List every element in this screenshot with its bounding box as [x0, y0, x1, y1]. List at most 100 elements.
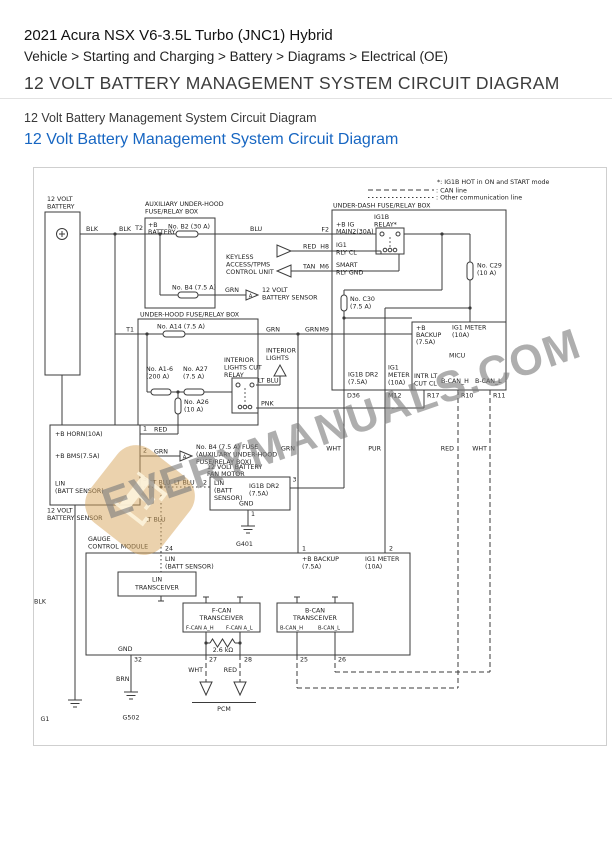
wire-color-label: BLU: [250, 226, 263, 233]
wire-color-label: BLK: [119, 226, 132, 233]
legend: *: IG1B HOT in ON and START mode : CAN l…: [368, 179, 550, 202]
fuse-b2-icon: [175, 230, 199, 238]
pin-label: H8: [320, 244, 329, 251]
fuse-icons: [150, 230, 474, 415]
pin-label: METER: [388, 372, 410, 379]
fuse-a26-icon: [174, 397, 182, 415]
gauge-module-label: CONTROL MODULE: [88, 544, 148, 551]
fuse-label: (200 A): [146, 374, 169, 381]
fuse-a16-icon: [150, 388, 172, 396]
pin-number: 28: [244, 657, 252, 664]
ground-label: G1: [41, 716, 50, 723]
ground-g502-icon: [124, 691, 138, 700]
pin-label: (7.5A): [348, 379, 367, 386]
bcan-transceiver-label: B-CAN: [305, 608, 325, 615]
signal-arrow-right-icon: [276, 244, 293, 258]
pin-label: +B BMS(7.5A): [55, 453, 100, 460]
wire-color-label: GRN: [225, 287, 239, 294]
ig1b-relay-icon: [375, 227, 405, 255]
pin-label: SENSOR): [214, 495, 242, 502]
ground-label: G502: [123, 715, 140, 722]
legend-note: *: IG1B HOT in ON and START mode: [437, 179, 550, 186]
fan-motor-label: FAN MOTOR: [207, 471, 245, 478]
under-hood-box-label: UNDER-HOOD FUSE/RELAY BOX: [140, 312, 240, 319]
pin-number: 1: [302, 546, 306, 553]
micu-pin-label: IG1 METER: [452, 325, 487, 332]
pin-label: IG1 METER: [365, 556, 400, 563]
connector-pin-number: R11: [493, 393, 505, 400]
wire-color-label: RED: [441, 446, 454, 453]
pin-label: (BATT: [214, 488, 232, 495]
ground-icons: [68, 525, 255, 708]
pin-label: IG1B DR2: [348, 372, 378, 379]
connector-pin-number: D36: [347, 393, 360, 400]
fan-motor-label: 12 VOLT BATTERY: [207, 464, 262, 471]
micu-pin-label: INTR LT: [414, 373, 437, 380]
micu-pin-label: (7.5A): [416, 339, 435, 346]
diagram-section-link[interactable]: 12 Volt Battery Management System Circui…: [24, 131, 399, 148]
fuse-label: No. C29: [477, 263, 502, 270]
connector-pin-number: R17: [427, 393, 439, 400]
pin-label: (BATT SENSOR): [55, 488, 104, 495]
micu-label: MICU: [449, 353, 466, 360]
relay-label: IG1B: [374, 214, 389, 221]
terminal-label: T1: [125, 327, 134, 334]
signal-arrow-left-icon: [275, 264, 292, 278]
fuse-label: No. C30: [350, 296, 375, 303]
keyless-unit-label: KEYLESS: [226, 254, 253, 261]
fuse-c30-icon: [340, 294, 348, 312]
wire-color-label: BLK: [34, 599, 47, 606]
wire-color-label: BRN: [116, 676, 130, 683]
battery-sensor-label: 12 VOLT: [47, 508, 73, 515]
micu-pin-label: BACKUP: [416, 332, 441, 339]
ground-g1-icon: [68, 699, 82, 708]
breadcrumb[interactable]: Vehicle > Starting and Charging > Batter…: [24, 49, 448, 64]
pin-label: B-CAN_H: [280, 626, 303, 632]
diagram-subtitle: 12 Volt Battery Management System Circui…: [24, 111, 317, 125]
pin-label: IG1: [336, 242, 347, 249]
fcan-transceiver-label: F-CAN: [212, 608, 232, 615]
fuse-label: No. B4 (7.5 A): [172, 285, 216, 292]
aux-box-label: AUXILIARY UNDER-HOOD: [145, 201, 224, 208]
arrow-icons: [179, 244, 293, 697]
pin-number: 26: [338, 657, 346, 664]
keyless-unit-label: ACCESS/TPMS: [226, 262, 270, 269]
fuse-label: No. B2 (30 A): [168, 224, 210, 231]
keyless-unit-label: CONTROL UNIT: [226, 269, 274, 276]
connector-a-label: A: [183, 454, 187, 460]
bcan-transceiver-label: TRANSCEIVER: [292, 615, 337, 622]
fuse-label: (7.5 A): [183, 374, 204, 381]
battery-fan-motor-box: [209, 476, 291, 511]
wire-color-label: PUR: [368, 446, 381, 453]
wires-solid: [61, 233, 471, 703]
pin-label: +B BACKUP: [302, 556, 339, 563]
diagram-labels: 12 VOLT BATTERY BLK BLK T2 AUXILIARY UND…: [34, 196, 505, 723]
fcan-transceiver-box: [182, 602, 261, 633]
pin-label: (BATT SENSOR): [165, 564, 214, 571]
pin-label: LIN: [214, 480, 224, 487]
pin-label: B-CAN_L: [318, 626, 340, 632]
ground-g401-icon: [241, 525, 255, 534]
wire-color-label: TAN: [302, 264, 316, 271]
fuse-ref-label: No. B4 (7.5 A) FUSE: [196, 444, 258, 451]
pin-label: F-CAN A_H: [186, 626, 214, 632]
fuse-a27-icon: [183, 388, 205, 396]
battery-sensor-ref-label: 12 VOLT: [262, 287, 288, 294]
micu-pin-label: +B: [416, 325, 426, 332]
pin-number: 1: [251, 511, 255, 518]
fuse-label: (10 A): [477, 270, 496, 277]
junction-dots: [113, 232, 472, 645]
connector-a-label: A: [249, 293, 253, 299]
connector-pin-number: M12: [388, 393, 401, 400]
fuse-ref-label: FUSE/RELAY BOX): [196, 459, 252, 466]
fuse-label: No. A26: [184, 399, 209, 406]
pin-number: 2: [203, 480, 207, 487]
relay-label: INTERIOR: [224, 357, 255, 364]
pin-label: F-CAN A_L: [226, 626, 253, 632]
wires-can-dashed: [205, 390, 491, 689]
pin-label: GND: [239, 501, 254, 508]
pin-number: 1: [143, 426, 147, 433]
battery-sensor-label: BATTERY SENSOR: [47, 515, 103, 522]
